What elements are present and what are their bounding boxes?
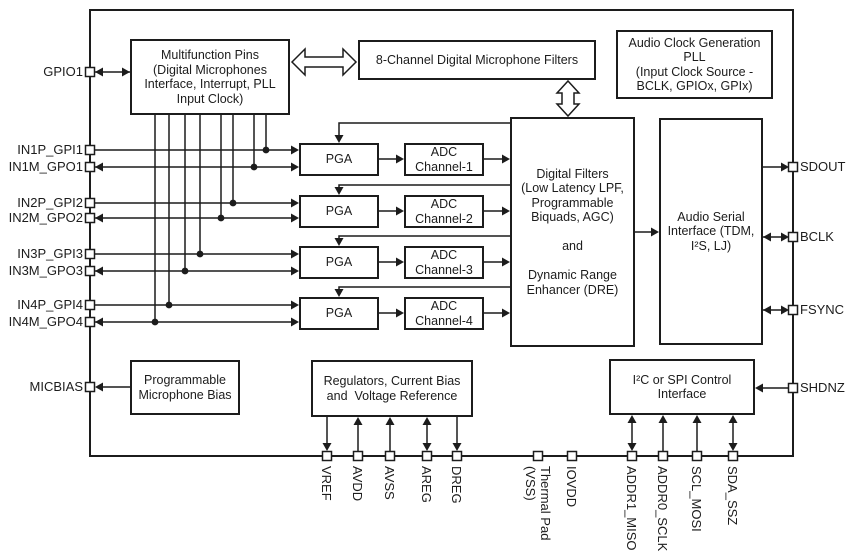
pin-in1m-gpo1 xyxy=(84,161,96,173)
in3m-wire xyxy=(95,266,299,276)
pin-vref xyxy=(321,450,333,462)
fsync-wire xyxy=(763,305,789,315)
avdd-wire xyxy=(353,417,363,451)
mux-dmf-double-arrow xyxy=(290,47,358,77)
pin-label-dreg: DREG xyxy=(449,466,464,504)
block-pga-4: PGA xyxy=(299,297,379,330)
pga-to-adc-wires xyxy=(379,154,404,318)
areg-wire xyxy=(422,417,432,451)
dreg-wire xyxy=(452,417,462,451)
addr0-sclk-wire xyxy=(658,415,668,451)
pin-micbias xyxy=(84,381,96,393)
pin-addr1-miso xyxy=(626,450,638,462)
block-digital-mic-filters: 8-Channel Digital Microphone Filters xyxy=(358,40,596,80)
pin-fsync xyxy=(787,304,799,316)
vref-wire xyxy=(322,417,332,451)
block-pga-2: PGA xyxy=(299,195,379,228)
block-mic-bias: Programmable Microphone Bias xyxy=(130,360,240,415)
in4p-wire xyxy=(95,300,299,310)
pin-sda-ssz xyxy=(727,450,739,462)
block-adc-channel-1: ADC Channel-1 xyxy=(404,143,484,176)
pin-label-addr0-sclk: ADDR0_SCLK xyxy=(655,466,670,552)
pin-label-bclk: BCLK xyxy=(800,229,834,244)
pin-label-sdout: SDOUT xyxy=(800,159,846,174)
pin-label-in4p-gpi4: IN4P_GPI4 xyxy=(17,297,83,312)
in2p-wire xyxy=(95,198,299,208)
pin-label-in2p-gpi2: IN2P_GPI2 xyxy=(17,195,83,210)
pin-bclk xyxy=(787,231,799,243)
pin-in1p-gpi1 xyxy=(84,144,96,156)
pin-label-in3m-gpo3: IN3M_GPO3 xyxy=(8,263,83,278)
block-pga-3: PGA xyxy=(299,246,379,279)
pin-in4m-gpo4 xyxy=(84,316,96,328)
pin-label-micbias: MICBIAS xyxy=(29,379,83,394)
pin-iovdd xyxy=(566,450,578,462)
micbias-wire xyxy=(95,382,130,392)
pin-areg xyxy=(421,450,433,462)
in1p-wire xyxy=(95,145,299,155)
pin-squares xyxy=(84,66,799,462)
dmf-filters-double-arrow xyxy=(555,79,581,118)
pin-label-shdnz: SHDNZ xyxy=(800,380,845,395)
block-multifunction-pins: Multifunction Pins (Digital Microphones … xyxy=(130,39,290,115)
addr1-miso-wire xyxy=(627,415,637,451)
block-adc-channel-2: ADC Channel-2 xyxy=(404,195,484,228)
pin-avss xyxy=(384,450,396,462)
pin-label-in3p-gpi3: IN3P_GPI3 xyxy=(17,246,83,261)
sda-ssz-wire xyxy=(728,415,738,451)
block-digital-filters: Digital Filters (Low Latency LPF, Progra… xyxy=(510,117,635,347)
block-adc-channel-3: ADC Channel-3 xyxy=(404,246,484,279)
bclk-wire xyxy=(763,232,789,242)
block-pga-1: PGA xyxy=(299,143,379,176)
pin-label-thermal-pad: Thermal Pad (VSS) xyxy=(523,466,553,541)
scl-mosi-wire xyxy=(692,415,702,451)
pin-addr0-sclk xyxy=(657,450,669,462)
pin-label-in1m-gpo1: IN1M_GPO1 xyxy=(8,159,83,174)
pin-label-addr1-miso: ADDR1_MISO xyxy=(624,466,639,551)
pin-label-sda-ssz: SDA_SSZ xyxy=(725,466,740,526)
pin-in2m-gpo2 xyxy=(84,212,96,224)
shdnz-wire xyxy=(755,383,788,393)
pin-dreg xyxy=(451,450,463,462)
pin-thermal-pad xyxy=(532,450,544,462)
pin-gpio1 xyxy=(84,66,96,78)
in1m-wire xyxy=(95,162,299,172)
pin-label-avdd: AVDD xyxy=(350,466,365,502)
pin-label-in2m-gpo2: IN2M_GPO2 xyxy=(8,210,83,225)
sdout-wire xyxy=(763,162,789,172)
block-regulators: Regulators, Current Bias and Voltage Ref… xyxy=(311,360,473,417)
avss-wire xyxy=(385,417,395,451)
pin-label-iovdd: IOVDD xyxy=(564,466,579,508)
pin-label-in4m-gpo4: IN4M_GPO4 xyxy=(8,314,83,329)
pin-in3p-gpi3 xyxy=(84,248,96,260)
pin-label-avss: AVSS xyxy=(382,466,397,500)
multifunction-drop-wires xyxy=(151,115,270,326)
block-control-interface: I²C or SPI Control Interface xyxy=(609,359,755,415)
pin-in2p-gpi2 xyxy=(84,197,96,209)
pin-avdd xyxy=(352,450,364,462)
pin-label-vref: VREF xyxy=(319,466,334,501)
pin-label-fsync: FSYNC xyxy=(800,302,845,317)
pin-scl-mosi xyxy=(691,450,703,462)
pin-label-scl-mosi: SCL_MOSI xyxy=(689,466,704,532)
filters-to-asi-wire xyxy=(635,227,659,237)
gpio1-wire xyxy=(95,67,130,77)
pin-shdnz xyxy=(787,382,799,394)
pin-label-gpio1: GPIO1 xyxy=(43,64,83,79)
pin-in3m-gpo3 xyxy=(84,265,96,277)
pin-label-areg: AREG xyxy=(419,466,434,503)
adc-to-filters-wires xyxy=(484,154,510,318)
block-adc-channel-4: ADC Channel-4 xyxy=(404,297,484,330)
in4m-wire xyxy=(95,317,299,327)
agc-feedback-wires xyxy=(334,122,510,297)
block-audio-clock-pll: Audio Clock Generation PLL (Input Clock … xyxy=(616,30,773,99)
pin-sdout xyxy=(787,161,799,173)
in3p-wire xyxy=(95,249,299,259)
in2m-wire xyxy=(95,213,299,223)
block-audio-serial-interface: Audio Serial Interface (TDM, I²S, LJ) xyxy=(659,118,763,345)
pin-label-in1p-gpi1: IN1P_GPI1 xyxy=(17,142,83,157)
pin-in4p-gpi4 xyxy=(84,299,96,311)
